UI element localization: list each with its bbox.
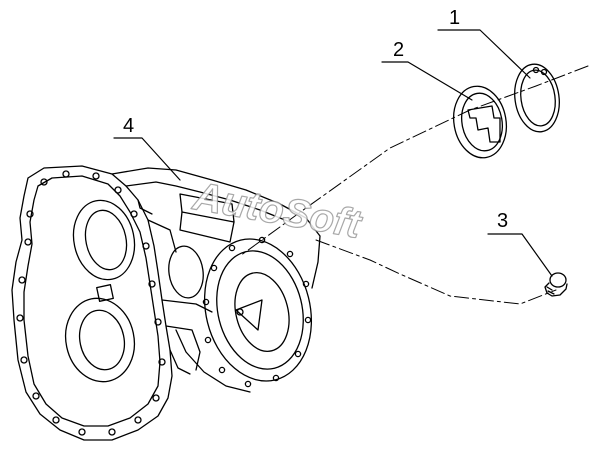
upper-bore-inner <box>84 209 128 271</box>
assembly-lines <box>239 65 589 305</box>
cover-plate-inner <box>461 92 503 152</box>
housing-flange-inner <box>23 175 161 427</box>
axis-line-main <box>239 65 589 257</box>
callout-label-4: 4 <box>123 115 134 137</box>
axis-line-plug <box>315 239 557 305</box>
callout-label-1: 1 <box>449 7 460 29</box>
housing-part-4 <box>11 165 321 441</box>
plug-part-3 <box>544 272 568 297</box>
leader-lines <box>113 29 553 277</box>
plug-thread <box>544 282 568 297</box>
housing-square-pad <box>96 284 114 302</box>
callout-label-2: 2 <box>393 39 404 61</box>
output-bore <box>234 272 290 352</box>
output-flange-bolt-holes <box>202 236 312 388</box>
housing-body-line-5 <box>137 199 153 215</box>
housing-top-body <box>111 167 321 289</box>
housing-top-boss-side <box>179 211 235 243</box>
housing-top-edge <box>125 181 291 223</box>
lower-bore-outer <box>64 297 136 383</box>
plug-head <box>549 272 567 288</box>
leader-line-4 <box>113 137 181 181</box>
snap-ring-eye-1 <box>532 66 540 74</box>
callout-label-3: 3 <box>497 210 508 232</box>
cover-plate-slot <box>467 105 501 143</box>
leader-line-1 <box>437 29 531 79</box>
flange-bolt-holes <box>16 170 166 436</box>
output-bore-lever <box>235 299 263 331</box>
watermark-logo: AutoSoft <box>189 174 366 247</box>
leader-line-2 <box>381 61 473 101</box>
snap-ring-eye-2 <box>540 68 548 76</box>
cover-plate-outer <box>452 85 508 159</box>
housing-body-line-3 <box>165 325 201 371</box>
snap-ring-outer <box>514 63 560 133</box>
housing-lower-right <box>175 329 251 393</box>
plug-thread-lines <box>546 286 555 295</box>
output-bore-pin <box>236 308 244 316</box>
housing-body-line-4 <box>169 349 191 375</box>
housing-mid-window <box>168 245 204 299</box>
leader-line-3 <box>487 233 553 277</box>
housing-body-line-2 <box>161 299 213 313</box>
housing-flange-outline <box>11 165 173 441</box>
lower-bore-inner <box>78 309 126 371</box>
cover-plate-part-2 <box>452 85 508 159</box>
upper-bore-outer <box>72 199 136 281</box>
housing-body-line-1 <box>147 219 177 253</box>
output-flange-outer <box>203 238 313 382</box>
output-flange-inner <box>216 250 304 370</box>
snap-ring-part-1 <box>514 63 560 133</box>
